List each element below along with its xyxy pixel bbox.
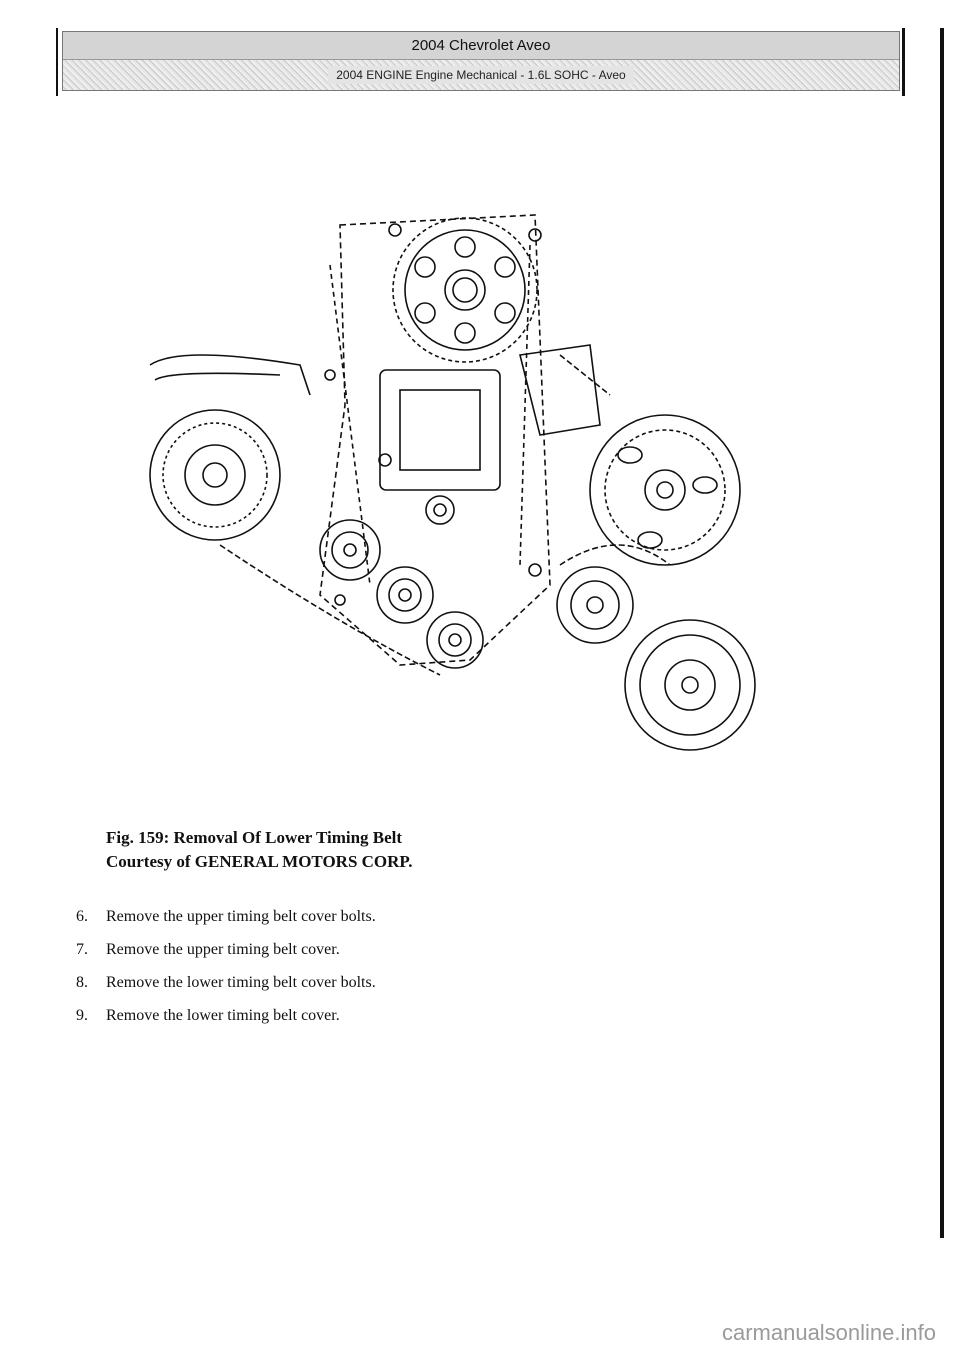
document-header: 2004 Chevrolet Aveo 2004 ENGINE Engine M… [62, 31, 900, 91]
document-subtitle: 2004 ENGINE Engine Mechanical - 1.6L SOH… [63, 60, 899, 90]
step-item: 8. Remove the lower timing belt cover bol… [76, 966, 376, 999]
step-text: Remove the lower timing belt cover. [106, 1007, 340, 1024]
step-number: 6. [76, 908, 88, 925]
engine-timing-belt-illustration [140, 205, 760, 755]
step-text: Remove the upper timing belt cover bolts… [106, 908, 376, 925]
step-text: Remove the lower timing belt cover bolts… [106, 974, 376, 991]
figure-caption-credit: Courtesy of GENERAL MOTORS CORP. [106, 852, 413, 871]
step-item: 7. Remove the upper timing belt cover. [76, 933, 376, 966]
step-number: 8. [76, 974, 88, 991]
step-text: Remove the upper timing belt cover. [106, 941, 340, 958]
document-subtitle-text: 2004 ENGINE Engine Mechanical - 1.6L SOH… [328, 66, 634, 84]
page-frame-left [56, 28, 58, 96]
step-number: 9. [76, 1007, 88, 1024]
figure-caption: Fig. 159: Removal Of Lower Timing Belt C… [106, 826, 413, 874]
document-title: 2004 Chevrolet Aveo [63, 32, 899, 60]
procedure-steps: 6. Remove the upper timing belt cover bol… [76, 900, 376, 1032]
step-item: 6. Remove the upper timing belt cover bol… [76, 900, 376, 933]
step-item: 9. Remove the lower timing belt cover. [76, 999, 376, 1032]
page-frame-right [902, 28, 905, 96]
site-watermark: carmanualsonline.info [721, 1320, 936, 1345]
step-number: 7. [76, 941, 88, 958]
figure-caption-title: Fig. 159: Removal Of Lower Timing Belt [106, 828, 403, 847]
page-frame-edge [940, 28, 944, 1238]
